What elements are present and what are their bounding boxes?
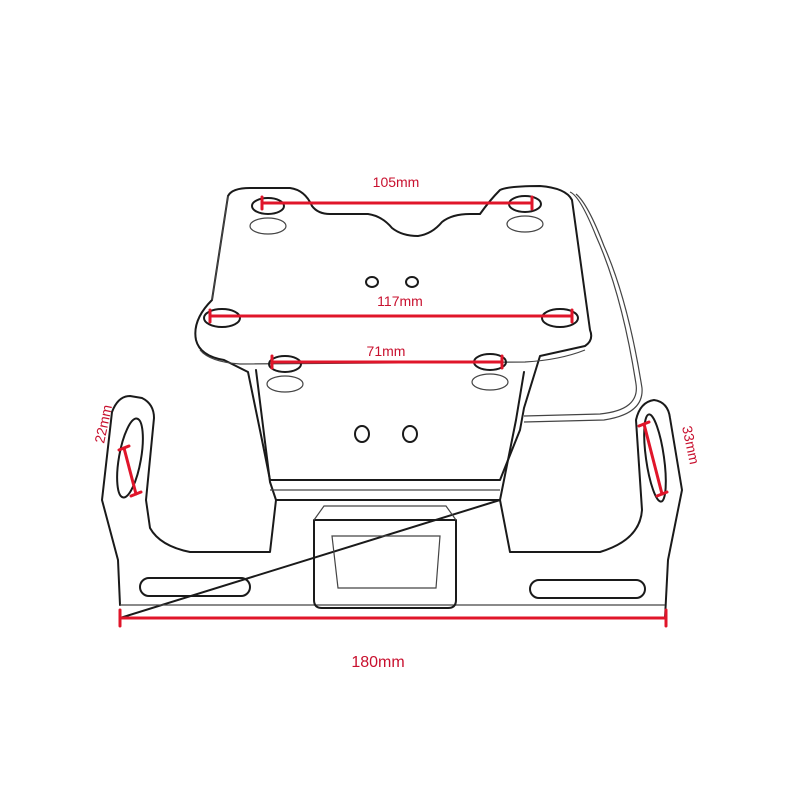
bracket-outline (101, 185, 683, 619)
label-22mm: 22mm (91, 403, 115, 444)
top-plate (194, 185, 593, 481)
dim-line-33 (642, 422, 664, 496)
label-105mm: 105mm (373, 174, 420, 190)
label-33mm: 33mm (679, 424, 703, 465)
dim-line-22 (122, 446, 138, 496)
label-117mm: 117mm (377, 293, 423, 309)
bracket-body (255, 369, 525, 501)
dimension-marks (117, 195, 669, 628)
wire (523, 191, 637, 417)
base-plate (101, 395, 683, 619)
center-box (313, 519, 457, 609)
label-71mm: 71mm (367, 343, 406, 359)
right-base-slot (529, 579, 646, 599)
left-tab-slot (116, 417, 144, 499)
right-tab-slot (643, 413, 667, 503)
left-base-slot (139, 577, 251, 597)
label-180mm: 180mm (351, 654, 404, 671)
mounting-bosses (203, 195, 579, 443)
